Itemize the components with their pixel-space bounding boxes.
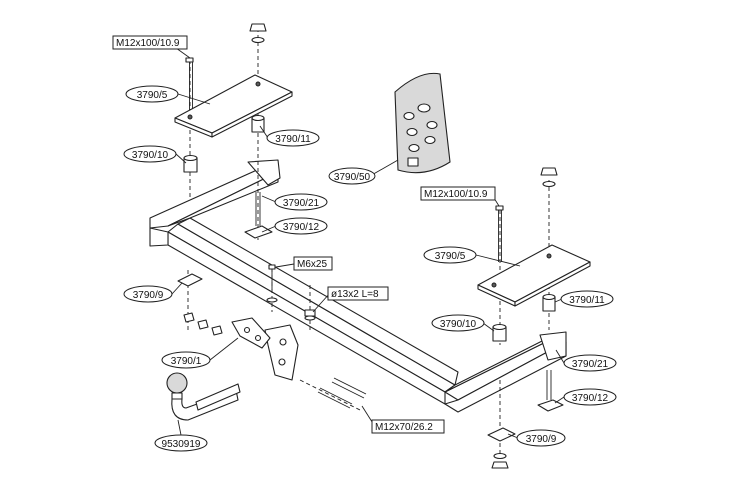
svg-text:3790/50: 3790/50 bbox=[334, 172, 371, 183]
svg-text:3790/12: 3790/12 bbox=[572, 393, 609, 404]
right-top-assembly bbox=[477, 167, 591, 469]
svg-text:ø13x2 L=8: ø13x2 L=8 bbox=[331, 289, 379, 300]
label-spacer-left: 3790/11 bbox=[266, 129, 320, 147]
label-bolt-m6: M6x25 bbox=[293, 256, 333, 271]
label-bracket-right: 3790/21 bbox=[563, 354, 617, 372]
middle-hardware bbox=[177, 264, 367, 411]
svg-text:M12x100/10.9: M12x100/10.9 bbox=[424, 189, 488, 200]
label-bracket-left: 3790/21 bbox=[274, 193, 328, 211]
label-bolt-left: M12x100/10.9 bbox=[112, 35, 188, 50]
svg-text:3790/10: 3790/10 bbox=[132, 150, 169, 161]
label-kit: 3790/50 bbox=[328, 167, 376, 185]
svg-text:3790/9: 3790/9 bbox=[133, 290, 164, 301]
svg-text:M12x70/26.2: M12x70/26.2 bbox=[375, 422, 433, 433]
svg-text:3790/12: 3790/12 bbox=[283, 222, 320, 233]
label-socket-plate: 3790/1 bbox=[161, 351, 211, 369]
svg-text:3790/11: 3790/11 bbox=[569, 295, 605, 306]
towball-assembly bbox=[166, 372, 241, 421]
label-washer-size: ø13x2 L=8 bbox=[327, 286, 389, 301]
leader-lines bbox=[171, 47, 565, 439]
svg-text:3790/21: 3790/21 bbox=[283, 198, 320, 209]
label-bolt-right: M12x100/10.9 bbox=[420, 186, 496, 201]
svg-text:3790/11: 3790/11 bbox=[275, 134, 311, 145]
svg-text:3790/1: 3790/1 bbox=[171, 356, 202, 367]
svg-text:3790/10: 3790/10 bbox=[440, 319, 477, 330]
svg-text:M6x25: M6x25 bbox=[297, 259, 327, 270]
label-plate-right: 3790/5 bbox=[423, 246, 477, 264]
svg-text:3790/9: 3790/9 bbox=[526, 434, 557, 445]
label-stud-left: 3790/12 bbox=[274, 217, 328, 235]
label-stud-right: 3790/12 bbox=[563, 388, 617, 406]
svg-text:3790/5: 3790/5 bbox=[137, 90, 168, 101]
label-spacer-right: 3790/11 bbox=[560, 290, 614, 308]
label-washer-left: 3790/10 bbox=[123, 145, 177, 163]
label-clamp-right: 3790/9 bbox=[516, 429, 566, 447]
label-washer-right: 3790/10 bbox=[431, 314, 485, 332]
label-bolt-bottom: M12x70/26.2 bbox=[371, 419, 445, 434]
label-plate-left: 3790/5 bbox=[125, 85, 179, 103]
svg-text:3790/5: 3790/5 bbox=[435, 251, 466, 262]
fixing-kit-inset bbox=[394, 72, 451, 174]
label-clamp-left: 3790/9 bbox=[123, 285, 173, 303]
label-towball: 9530919 bbox=[154, 434, 208, 452]
svg-text:M12x100/10.9: M12x100/10.9 bbox=[116, 38, 180, 49]
left-top-assembly bbox=[174, 23, 293, 240]
svg-text:9530919: 9530919 bbox=[162, 439, 201, 450]
svg-text:3790/21: 3790/21 bbox=[572, 359, 609, 370]
